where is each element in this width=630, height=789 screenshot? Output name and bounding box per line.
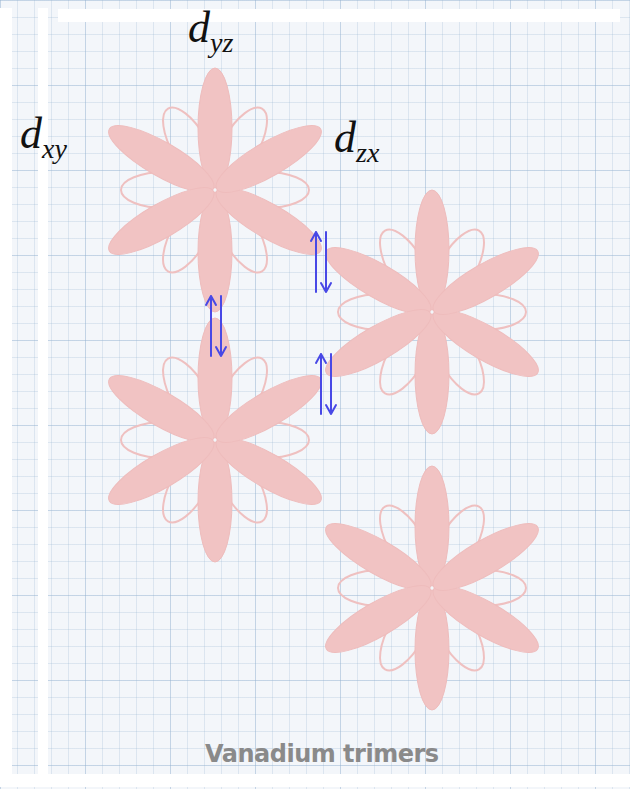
orbital-label: dzx: [334, 110, 379, 181]
orbital-label: dyz: [188, 0, 233, 71]
spin-arrows: [206, 232, 336, 414]
orbital-label: dxy: [20, 106, 67, 177]
vanadium-atoms: [101, 68, 546, 710]
white-frame: [0, 8, 630, 787]
caption: Vanadium trimers: [205, 740, 439, 768]
